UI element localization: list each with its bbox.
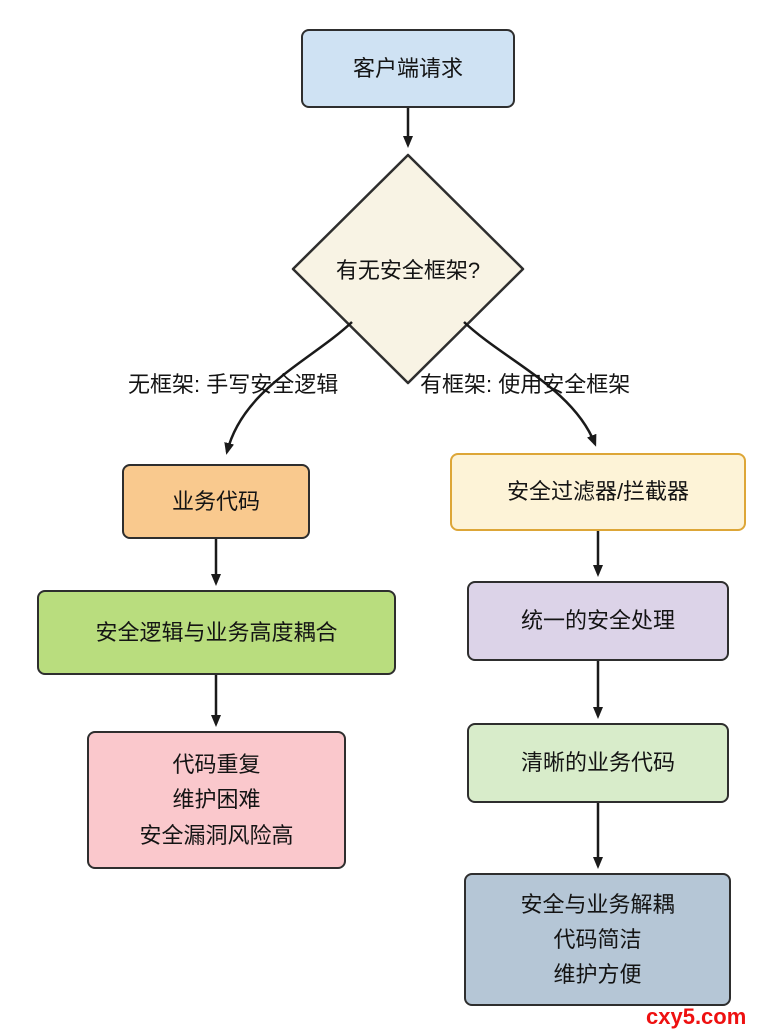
node-decoupled-line-2: 代码简洁: [553, 926, 642, 952]
node-client-request: 客户端请求: [301, 29, 515, 108]
node-clear-code-label: 清晰的业务代码: [520, 750, 675, 776]
node-problems: 代码重复 维护困难 安全漏洞风险高: [87, 731, 346, 869]
node-security-filter: 安全过滤器/拦截器: [450, 453, 746, 531]
node-decision-label: 有无安全框架?: [335, 258, 481, 283]
node-decoupled: 安全与业务解耦 代码简洁 维护方便: [464, 873, 731, 1006]
node-problems-line-1: 代码重复: [172, 752, 261, 778]
edge-label-has-framework: 有框架: 使用安全框架: [420, 372, 631, 397]
node-coupled: 安全逻辑与业务高度耦合: [37, 590, 396, 675]
node-decoupled-line-1: 安全与业务解耦: [520, 891, 675, 917]
node-problems-line-3: 安全漏洞风险高: [139, 822, 294, 848]
node-unified-handling: 统一的安全处理: [467, 581, 729, 661]
node-business-code: 业务代码: [122, 464, 310, 539]
node-clear-code: 清晰的业务代码: [467, 723, 729, 803]
edge-label-no-framework: 无框架: 手写安全逻辑: [128, 372, 339, 397]
node-business-code-label: 业务代码: [171, 488, 260, 514]
node-security-filter-label: 安全过滤器/拦截器: [506, 479, 690, 505]
node-problems-line-2: 维护困难: [172, 787, 261, 813]
node-coupled-label: 安全逻辑与业务高度耦合: [95, 619, 338, 645]
decision-diamond-shape: [291, 153, 525, 385]
node-unified-handling-label: 统一的安全处理: [520, 608, 675, 634]
node-client-request-label: 客户端请求: [352, 55, 463, 81]
edge-no-framework: [224, 321, 353, 455]
site-watermark: cxy5.com: [646, 1004, 747, 1029]
edge-has-framework: [463, 321, 597, 447]
node-decoupled-line-3: 维护方便: [553, 962, 642, 988]
